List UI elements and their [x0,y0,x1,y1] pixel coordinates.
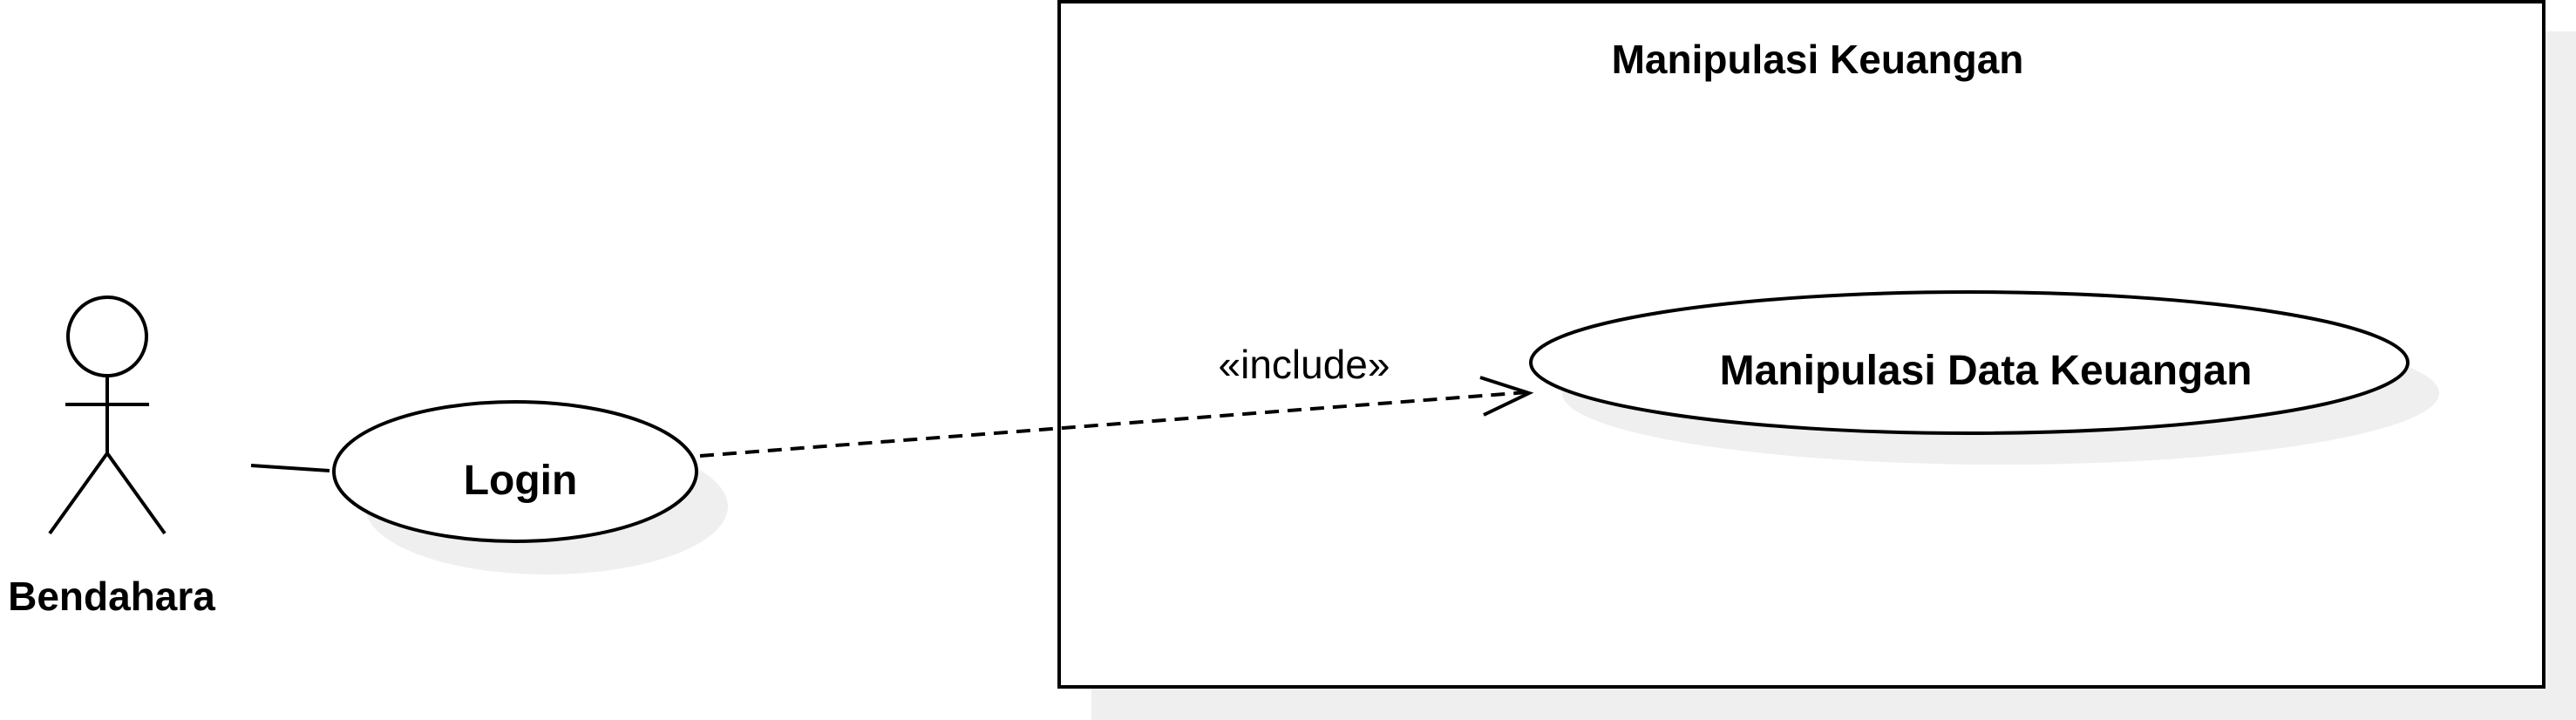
include-relationship: «include» [699,342,1534,458]
use-case-login[interactable]: Login [332,400,728,574]
include-dashed-line [699,391,1528,458]
use-case-manipulasi-label: Manipulasi Data Keuangan [1720,348,2253,394]
actor-right-leg [105,452,167,535]
use-case-login-ellipse [332,400,698,543]
association-line [250,464,330,472]
actor-bendahara[interactable]: Bendahara [8,295,215,619]
actor-left-leg [48,452,109,535]
include-arrowhead-icon [1479,376,1534,417]
use-case-manipulasi-ellipse [1529,290,2409,435]
stick-figure-icon [48,295,167,535]
use-case-manipulasi-data-keuangan[interactable]: Manipulasi Data Keuangan [1529,290,2439,465]
actor-head [66,295,148,377]
use-case-login-label: Login [464,458,578,504]
include-label: «include» [1219,342,1390,387]
system-boundary-title: Manipulasi Keuangan [1612,37,2024,82]
actor-name: Bendahara [8,574,215,619]
